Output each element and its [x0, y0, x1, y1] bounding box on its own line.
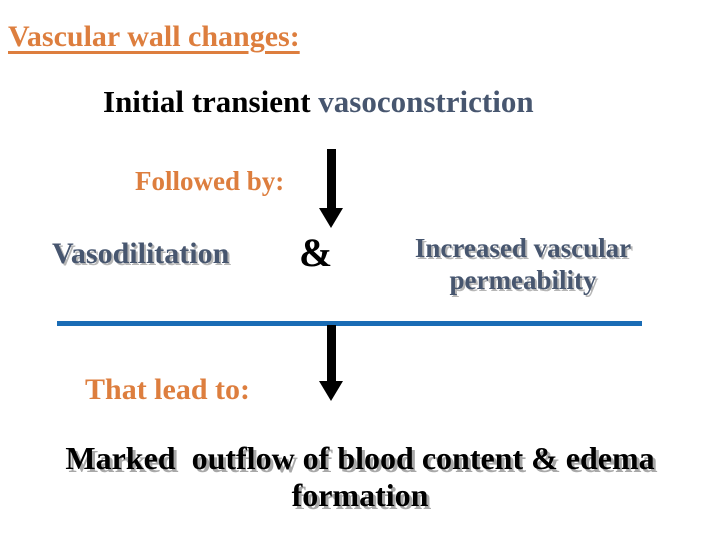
conclusion-line1: Marked outflow of blood content & edema	[65, 440, 655, 476]
increased-permeability-term: Increased vascular permeability	[381, 232, 665, 296]
down-arrow-shaft	[326, 149, 336, 208]
initial-statement-prefix: Initial transient	[103, 84, 319, 119]
down-arrow-head	[319, 208, 343, 228]
ampersand-symbol: &	[299, 230, 333, 275]
initial-statement: Initial transient vasoconstriction	[103, 84, 534, 120]
down-arrow-head	[319, 381, 343, 401]
that-lead-to-label: That lead to:	[85, 373, 250, 406]
followed-by-label: Followed by:	[135, 166, 285, 196]
conclusion-statement: Marked outflow of blood content & edema …	[0, 440, 720, 514]
increased-permeability-line2: permeability	[449, 265, 597, 295]
vasodilitation-term: Vasodilitation	[52, 237, 230, 270]
conclusion-line2: formation	[291, 477, 429, 513]
increased-permeability-line1: Increased vascular	[414, 233, 632, 263]
horizontal-divider-line	[57, 321, 642, 326]
down-arrow-shaft	[326, 325, 336, 381]
down-arrow-icon	[319, 149, 343, 228]
vasoconstriction-term: vasoconstriction	[318, 84, 534, 119]
down-arrow-icon	[319, 325, 343, 401]
slide-title: Vascular wall changes:	[8, 20, 300, 53]
